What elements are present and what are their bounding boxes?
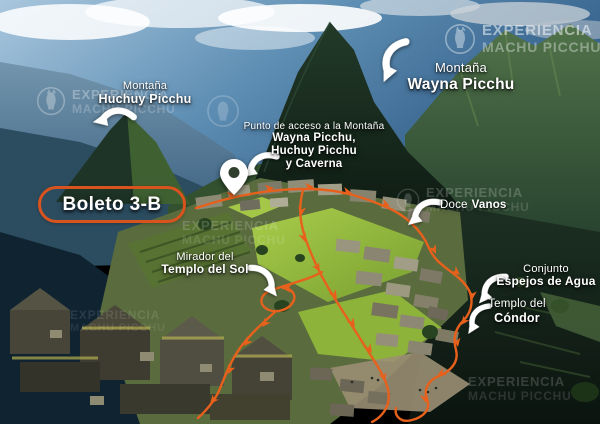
curved-arrow-icon bbox=[382, 38, 410, 83]
ticket-badge: Boleto 3-B bbox=[38, 186, 186, 223]
watermark-line1: EXPERIENCIA bbox=[482, 22, 593, 39]
watermark-line2: MACHU PICCHU bbox=[482, 39, 600, 55]
label-line: Huchuy Picchu bbox=[98, 92, 192, 107]
curved-arrow-icon bbox=[478, 273, 509, 304]
label-templo-del-condor: Templo del Cóndor bbox=[452, 298, 582, 325]
curved-arrow-icon bbox=[92, 107, 137, 126]
label-line: Montaña bbox=[435, 60, 487, 75]
watermark-line1: EXPERIENCIA bbox=[70, 308, 161, 322]
watermark: EXPERIENCIA MACHU PICCHU bbox=[70, 308, 166, 334]
label-line: Wayna Picchu bbox=[407, 75, 515, 93]
watermark: EXPERIENCIA MACHU PICCHU bbox=[468, 374, 572, 403]
watermark-line2: MACHU PICCHU bbox=[468, 389, 572, 403]
label-line: Doce bbox=[440, 199, 468, 211]
map-pin-icon bbox=[220, 159, 248, 195]
llama-logo-icon bbox=[36, 86, 66, 116]
label-mirador-templo-del-sol: Mirador del Templo del Sol bbox=[134, 251, 276, 277]
watermark: EXPERIENCIA MACHU PICCHU bbox=[444, 22, 600, 55]
label-line: Montaña bbox=[122, 80, 168, 92]
label-doce-vanos: Doce Vanos bbox=[440, 199, 507, 212]
ticket-badge-label: Boleto 3-B bbox=[62, 193, 162, 215]
label-line: Cóndor bbox=[494, 310, 540, 325]
label-line: Huchuy Picchu bbox=[271, 145, 357, 158]
watermark-line1: EXPERIENCIA bbox=[468, 374, 565, 389]
watermark-line2: MACHU PICCHU bbox=[70, 322, 166, 334]
watermark-line1: EXPERIENCIA bbox=[182, 218, 279, 233]
watermark-line2: MACHU PICCHU bbox=[182, 233, 286, 247]
label-access-point: Punto de acceso a la Montaña Wayna Picch… bbox=[221, 121, 407, 171]
label-wayna-picchu: Montaña Wayna Picchu bbox=[383, 60, 539, 93]
label-line: Wayna Picchu, bbox=[272, 132, 356, 145]
label-huchuy-picchu: Montaña Huchuy Picchu bbox=[72, 80, 218, 106]
label-line: Templo del Sol bbox=[161, 262, 249, 277]
llama-logo-icon bbox=[445, 23, 475, 54]
label-line: y Caverna bbox=[285, 157, 343, 170]
label-line: Espejos de Agua bbox=[496, 274, 596, 289]
label-line: Punto de acceso a la Montaña bbox=[243, 121, 385, 132]
label-line: Vanos bbox=[471, 199, 507, 211]
llama-logo-icon bbox=[207, 95, 239, 127]
label-espejos-de-agua: Conjunto Espejos de Agua bbox=[468, 263, 600, 289]
watermark-line1: EXPERIENCIA bbox=[72, 86, 169, 102]
label-line: Conjunto bbox=[523, 263, 569, 275]
label-line: Templo del bbox=[488, 298, 546, 310]
watermark: EXPERIENCIA MACHU PICCHU bbox=[182, 218, 286, 247]
watermark-logo bbox=[206, 94, 240, 128]
